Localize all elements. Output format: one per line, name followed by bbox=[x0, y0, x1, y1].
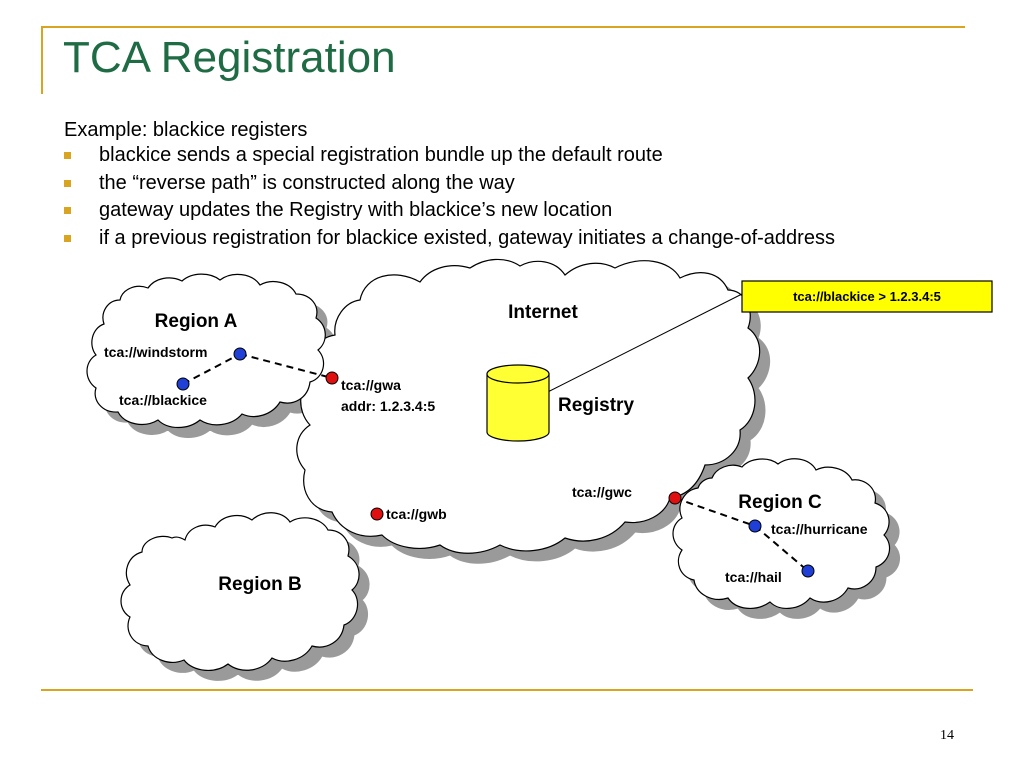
bullet-text: the “reverse path” is constructed along … bbox=[99, 171, 515, 194]
callout-text: tca://blackice > 1.2.3.4:5 bbox=[793, 289, 941, 304]
gwb-gateway-node bbox=[370, 507, 384, 521]
gwa-address: addr: 1.2.3.4:5 bbox=[341, 398, 435, 414]
windstorm-node bbox=[233, 347, 247, 361]
bullet-square-icon bbox=[64, 207, 71, 214]
region-b-label: Region B bbox=[218, 574, 301, 595]
registry-entry-callout bbox=[741, 280, 993, 313]
hurricane-label: tca://hurricane bbox=[771, 521, 868, 537]
bullet-item: if a previous registration for blackice … bbox=[64, 226, 835, 254]
blackice-node bbox=[176, 377, 190, 391]
region-c-label: Region C bbox=[738, 492, 822, 513]
bullet-text: gateway updates the Registry with blacki… bbox=[99, 199, 613, 221]
bullet-square-icon bbox=[64, 234, 71, 242]
bullet-square-icon bbox=[64, 152, 71, 159]
gwa-label: tca://gwa bbox=[341, 377, 401, 393]
link-gwc-hurricane bbox=[674, 497, 756, 527]
intro-text: Example: blackice registers bbox=[64, 119, 308, 141]
windstorm-label: tca://windstorm bbox=[104, 344, 207, 360]
blackice-label: tca://blackice bbox=[119, 392, 207, 408]
internet-label: Internet bbox=[508, 302, 578, 323]
page-number: 14 bbox=[940, 728, 954, 743]
registry-label: Registry bbox=[558, 395, 634, 416]
hail-node bbox=[801, 564, 815, 578]
gwc-label: tca://gwc bbox=[572, 484, 632, 500]
top-rule bbox=[41, 26, 965, 28]
bullet-item: gateway updates the Registry with blacki… bbox=[64, 198, 835, 226]
bullet-text: if a previous registration for blackice … bbox=[99, 226, 835, 249]
bullet-list: blackice sends a special registration bu… bbox=[64, 143, 835, 253]
gwb-label: tca://gwb bbox=[386, 506, 447, 522]
registry-database-icon bbox=[486, 364, 550, 442]
slide-title: TCA Registration bbox=[63, 33, 396, 82]
hurricane-node bbox=[748, 519, 762, 533]
bullet-item: blackice sends a special registration bu… bbox=[64, 143, 835, 171]
callout-leader-line bbox=[517, 293, 743, 408]
bullet-square-icon bbox=[64, 179, 71, 187]
bullet-text: blackice sends a special registration bu… bbox=[99, 144, 663, 166]
link-blackice-windstorm bbox=[182, 353, 241, 385]
bullet-item: the “reverse path” is constructed along … bbox=[64, 171, 835, 199]
gwa-gateway-node bbox=[325, 371, 339, 385]
title-accent-bar bbox=[41, 26, 43, 94]
region-a-label: Region A bbox=[155, 311, 238, 332]
bottom-rule bbox=[41, 689, 973, 691]
gwc-gateway-node bbox=[668, 491, 682, 505]
hail-label: tca://hail bbox=[725, 569, 782, 585]
link-windstorm-gwa bbox=[239, 353, 333, 379]
